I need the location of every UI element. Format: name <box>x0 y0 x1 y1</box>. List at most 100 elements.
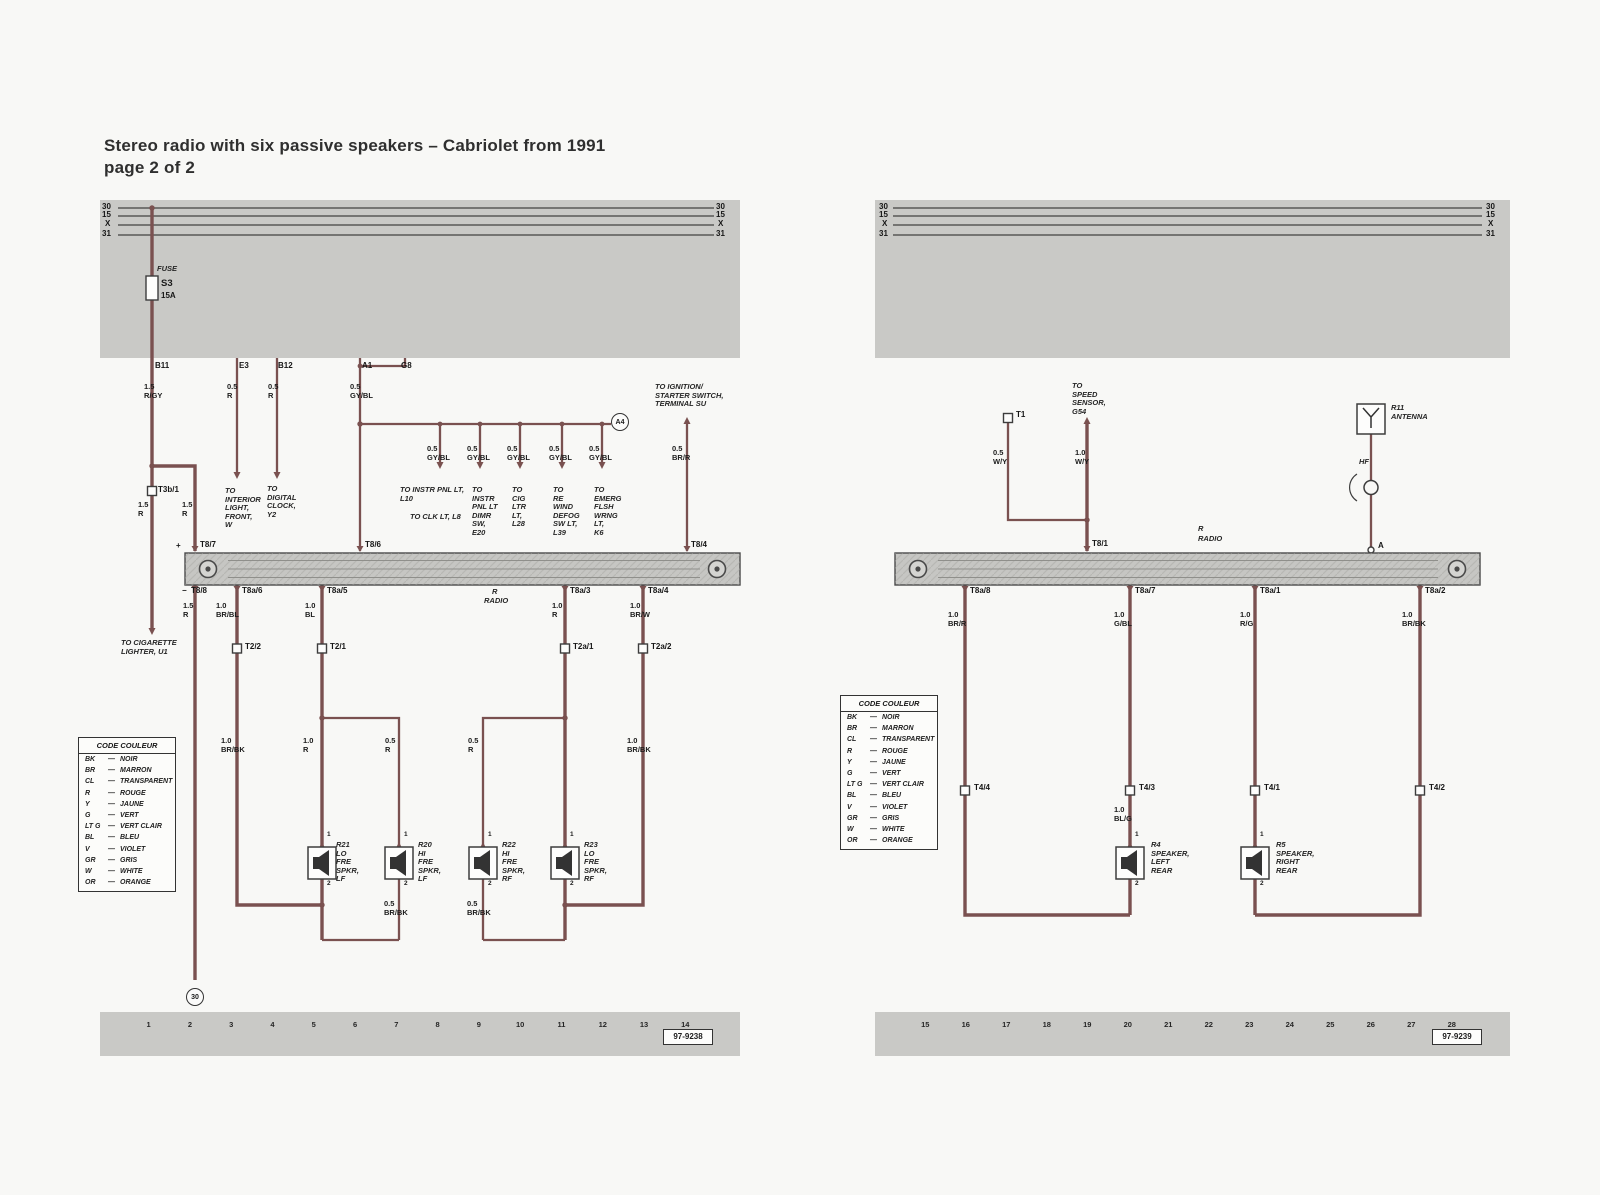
legend-row: R—ROUGE <box>79 788 175 799</box>
speaker-label-r23: R23 LO FRE SPKR, RF <box>584 840 607 884</box>
legend-dash: — <box>870 758 877 766</box>
legend-dash: — <box>870 725 877 733</box>
pin-number: 2 <box>1260 880 1264 887</box>
antenna-icon <box>1348 403 1386 554</box>
track-number: 26 <box>1366 1020 1375 1029</box>
left-power-band <box>100 200 740 358</box>
legend-code: Y <box>85 800 90 808</box>
wire-size-label: 0.5 GY/BL <box>467 444 490 462</box>
bus-label-30: 30 <box>879 202 888 211</box>
speaker-label-r5: R5 SPEAKER, RIGHT REAR <box>1276 840 1315 875</box>
pin-label-t8a-6: T8a/6 <box>242 586 263 595</box>
legend-code: GR <box>847 814 858 822</box>
left-wiring <box>148 205 691 980</box>
wire-size-label: 0.5 W/Y <box>993 448 1008 466</box>
bus-label-15: 15 <box>1486 210 1495 219</box>
destination-label-digital-clock: TO DIGITAL CLOCK, Y2 <box>267 484 297 519</box>
pin-number: 1 <box>1260 831 1264 838</box>
legend-row: V—VIOLET <box>841 802 937 813</box>
bus-label-x: X <box>1488 219 1494 228</box>
terminal-label-g8: G8 <box>401 361 412 370</box>
legend-code: GR <box>85 856 96 864</box>
legend-row: Y—JAUNE <box>79 799 175 810</box>
legend-row: CL—TRANSPARENT <box>841 734 937 745</box>
legend-name: ROUGE <box>120 789 146 797</box>
legend-code: BR <box>847 725 858 733</box>
track-number: 27 <box>1407 1020 1416 1029</box>
bus-label-15: 15 <box>716 210 725 219</box>
wire-size-label: 0.5 GY/BL <box>549 444 572 462</box>
wire-size-label: 1.0 BL <box>305 601 316 619</box>
legend-name: GRIS <box>882 814 900 822</box>
legend-dash: — <box>108 767 115 775</box>
wire-size-label: 1.0 W/Y <box>1075 448 1090 466</box>
track-number: 16 <box>961 1020 970 1029</box>
legend-row: W—WHITE <box>79 866 175 877</box>
track-number: 2 <box>187 1020 192 1029</box>
pin-number: 2 <box>404 880 408 887</box>
legend-code: LT G <box>847 781 863 789</box>
wire-size-label: 1.0 R/G <box>1240 610 1254 628</box>
pin-label-t8-1: T8/1 <box>1092 539 1109 548</box>
terminal-label-a1: A1 <box>362 361 373 370</box>
legend-code: W <box>847 826 854 834</box>
legend-row: GR—GRIS <box>79 855 175 866</box>
track-number: 13 <box>639 1020 649 1029</box>
destination-label: TO CLK LT, L8 <box>410 512 461 521</box>
bus-label-15: 15 <box>102 210 111 219</box>
track-number: 24 <box>1285 1020 1294 1029</box>
wire-size-label: 0.5 GY/BL <box>427 444 450 462</box>
wire-size-label: 1.0 G/BL <box>1114 610 1132 628</box>
destination-label: TO INSTR PNL LT, L10 <box>400 485 465 503</box>
page-title: Stereo radio with six passive speakers –… <box>104 136 606 155</box>
speaker-symbol-r5 <box>1240 846 1270 880</box>
hf-label: HF <box>1359 457 1369 466</box>
wire-size-label: 1.5 R <box>183 601 194 619</box>
speaker-label-r22: R22 HI FRE SPKR, RF <box>502 840 525 884</box>
pin-label-t8a-5: T8a/5 <box>327 586 348 595</box>
color-code-legend: CODE COULEUR BK—NOIR BR—MARRON CL—TRANSP… <box>840 695 938 851</box>
terminal-label-a: A <box>1378 541 1384 550</box>
pin-number: 1 <box>404 831 408 838</box>
legend-name: VIOLET <box>120 845 146 853</box>
bus-label-30: 30 <box>716 202 725 211</box>
pin-label-t8-8: T8/8 <box>191 586 208 595</box>
legend-row: R—ROUGE <box>841 746 937 757</box>
legend-dash: — <box>870 837 877 845</box>
terminal-label-b12: B12 <box>278 361 293 370</box>
wire-size-label: 0.5 GY/BL <box>350 382 373 400</box>
sheet-number: 97-9238 <box>663 1029 713 1045</box>
radio-name: RADIO <box>484 596 509 605</box>
track-number: 22 <box>1204 1020 1213 1029</box>
polarity-plus: + <box>176 541 181 550</box>
legend-code: G <box>847 770 853 778</box>
bus-label-30: 30 <box>102 202 111 211</box>
legend-dash: — <box>108 823 115 831</box>
wire-size-label: 1.0 BR/R <box>948 610 967 628</box>
legend-dash: — <box>108 756 115 763</box>
legend-code: G <box>85 812 91 820</box>
legend-name: NOIR <box>882 714 900 721</box>
speaker-label-r20: R20 HI FRE SPKR, LF <box>418 840 441 884</box>
pin-label-t8a-2: T8a/2 <box>1425 586 1446 595</box>
track-number: 3 <box>229 1020 234 1029</box>
sheet-number: 97-9239 <box>1432 1029 1482 1045</box>
track-number: 11 <box>557 1020 566 1029</box>
connector-label-t4-4: T4/4 <box>974 783 991 792</box>
legend-code: R <box>85 789 91 797</box>
bus-label-15: 15 <box>879 210 888 219</box>
legend-code: BR <box>85 767 96 775</box>
legend-name: ROUGE <box>882 747 908 755</box>
speaker-symbol-r4 <box>1115 846 1145 880</box>
speaker-label-r4: R4 SPEAKER, LEFT REAR <box>1151 840 1190 875</box>
track-number: 28 <box>1447 1020 1456 1029</box>
legend-row: CL—TRANSPARENT <box>79 776 175 787</box>
radio-designator: R <box>492 587 498 596</box>
legend-code: R <box>847 747 853 755</box>
page-subtitle: page 2 of 2 <box>104 158 196 177</box>
legend-name: MARRON <box>120 767 152 775</box>
wire-size-label: 1.0 BR/BK <box>627 736 651 754</box>
legend-code: BK <box>847 714 858 721</box>
pin-number: 1 <box>327 831 331 838</box>
legend-name: MARRON <box>882 725 914 733</box>
